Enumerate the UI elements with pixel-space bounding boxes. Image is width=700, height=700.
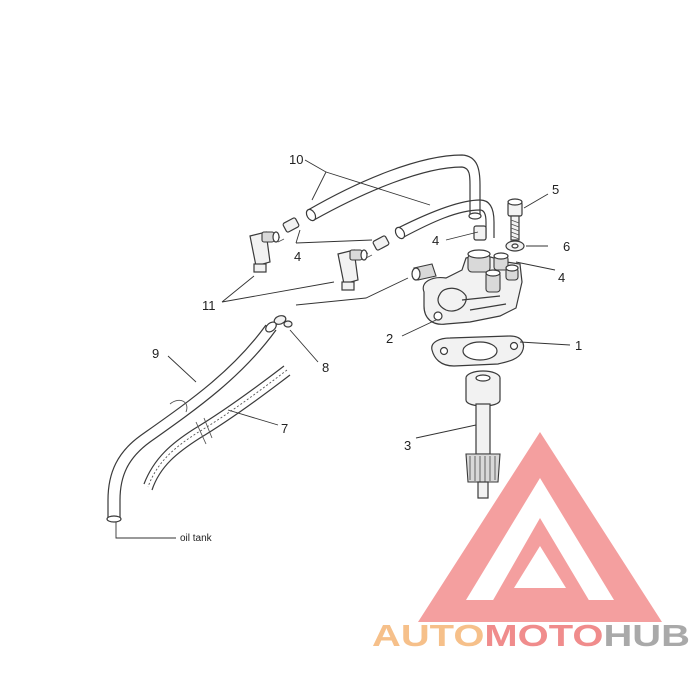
watermark-auto: AUTO: [372, 618, 484, 653]
label-11: 11: [202, 298, 216, 313]
label-2: 2: [386, 331, 393, 346]
clamp: [273, 315, 293, 328]
hose-lower: [394, 199, 495, 240]
label-4-pump: 4: [558, 270, 565, 285]
tank-hose: [106, 321, 277, 523]
label-7: 7: [281, 421, 288, 436]
label-6: 6: [563, 239, 570, 254]
cap-left: [249, 231, 280, 273]
oil-pump-body: [411, 249, 523, 325]
label-oil-tank: oil tank: [180, 533, 213, 544]
part-labels: 10 5 4 6 4 4 11 2 1 9 8 7 3 oil tank: [152, 152, 582, 544]
callout-lines: [115, 159, 571, 539]
bolt: [507, 198, 523, 241]
watermark-triangle-icon: [418, 432, 662, 622]
watermark-hub: HUB: [603, 618, 690, 653]
spiral-guard: [143, 365, 291, 491]
cap-right: [337, 249, 368, 291]
label-1: 1: [575, 338, 582, 353]
label-4-right: 4: [432, 233, 439, 248]
clip-middle: [357, 235, 390, 259]
label-9: 9: [152, 346, 159, 361]
label-5: 5: [552, 182, 559, 197]
gasket: [431, 335, 525, 367]
watermark-logo: [418, 432, 662, 622]
hose-upper: [305, 154, 482, 222]
watermark-moto: MOTO: [484, 618, 603, 653]
label-10: 10: [289, 152, 303, 167]
drive-shaft: [465, 370, 501, 499]
label-8: 8: [322, 360, 329, 375]
washer: [505, 240, 525, 252]
label-3: 3: [404, 438, 411, 453]
watermark-inner-mark-icon: [492, 518, 590, 602]
label-4-middle: 4: [294, 249, 301, 264]
